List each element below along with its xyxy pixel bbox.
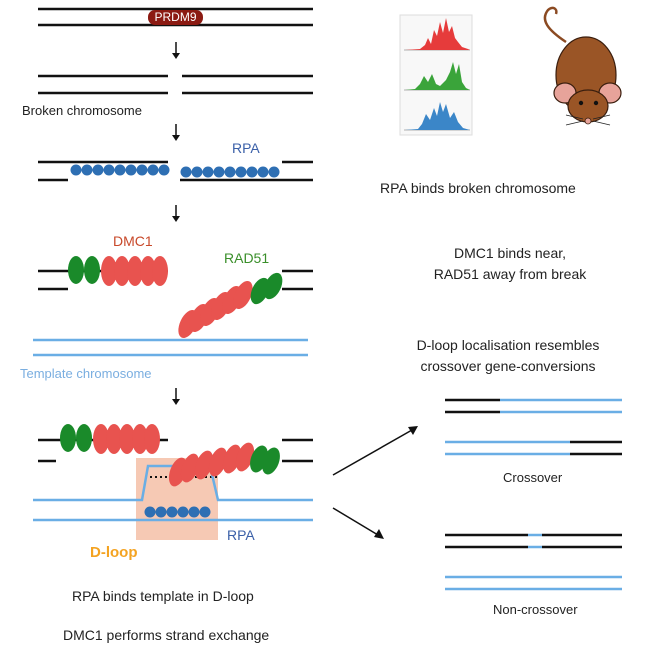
rpa-label-top: RPA: [232, 140, 260, 156]
dloop-localisation-caption-1: D-loop localisation resembles: [416, 337, 600, 353]
dloop-filament-right: [168, 442, 280, 487]
arrow-down-icon: [172, 388, 180, 405]
chip-seq-tracks-icon: [399, 14, 473, 136]
dmc1-rad51-filament-right: [178, 272, 283, 339]
noncrossover-product: [445, 533, 622, 591]
template-chromosome-label: Template chromosome: [20, 366, 152, 381]
dmc1-label: DMC1: [113, 233, 153, 249]
broken-chromosome: [38, 74, 313, 95]
mouse-icon: [543, 6, 622, 126]
noncrossover-label: Non-crossover: [493, 602, 578, 617]
dmc1-strand-exchange-caption: DMC1 performs strand exchange: [63, 627, 270, 643]
arrow-down-icon: [172, 205, 180, 222]
prdm9-protein: [148, 10, 203, 25]
rpa-coated-strand-right: [180, 166, 280, 178]
dloop-label: D-loop: [90, 544, 138, 561]
rpa-binds-broken-caption: RPA binds broken chromosome: [380, 180, 576, 196]
arrow-diagonal-icon: [332, 507, 384, 539]
intact-chromosome: [38, 7, 313, 27]
arrow-down-icon: [172, 42, 180, 59]
arrow-down-icon: [172, 124, 180, 141]
rpa-coated-strand-left: [70, 164, 170, 176]
rad51-away-caption: RAD51 away from break: [433, 266, 587, 282]
rad51-label: RAD51: [224, 250, 270, 266]
dmc1-binds-near-caption: DMC1 binds near,: [453, 245, 567, 261]
rpa-label-bottom: RPA: [227, 527, 255, 543]
dloop-filament-left: [60, 424, 160, 454]
rpa-binds-template-caption: RPA binds template in D-loop: [72, 588, 254, 604]
crossover-label: Crossover: [503, 470, 563, 485]
resected-chromosome: [38, 160, 313, 182]
prdm9-label: PRDM9: [154, 10, 197, 24]
broken-chromosome-label: Broken chromosome: [22, 103, 142, 118]
dloop-localisation-caption-2: crossover gene-conversions: [420, 358, 596, 374]
rpa-on-template: [144, 506, 211, 518]
crossover-product: [445, 398, 622, 456]
dmc1-rad51-filament-left: [68, 256, 168, 286]
template-chromosome: [33, 338, 308, 357]
arrow-diagonal-icon: [332, 426, 418, 476]
